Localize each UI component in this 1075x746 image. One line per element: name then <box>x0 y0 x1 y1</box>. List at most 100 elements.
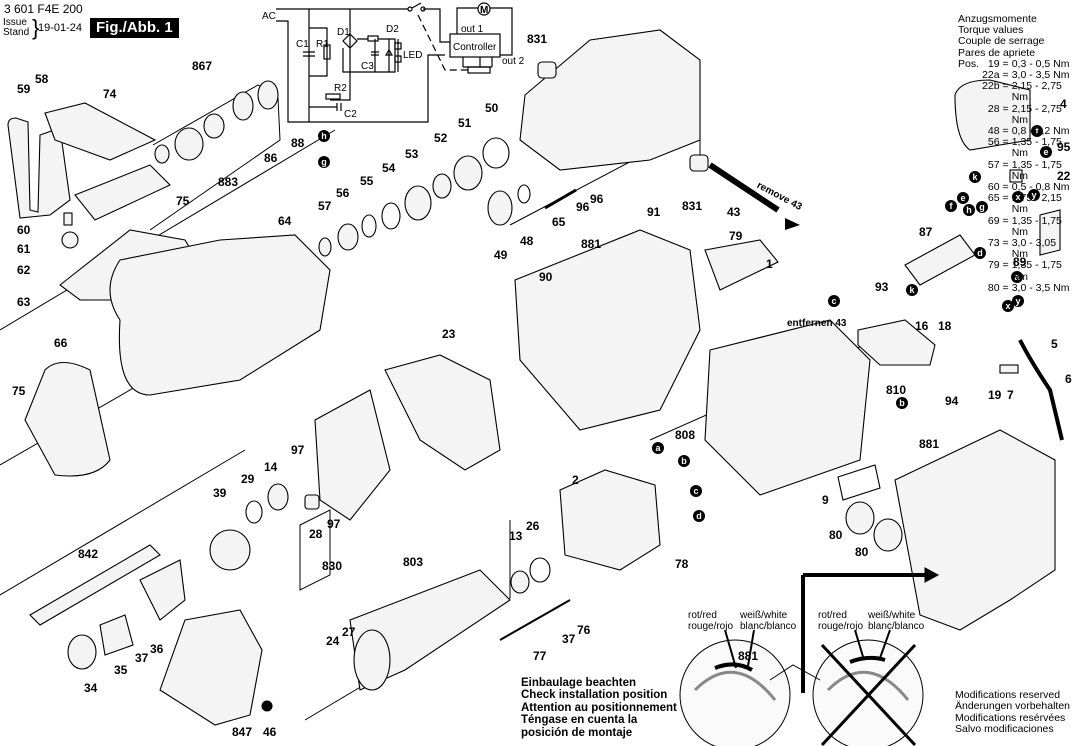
torque-pos: 56 <box>987 136 1000 149</box>
part-label-867: 867 <box>192 59 213 73</box>
connector-badge-y: y <box>1012 295 1024 307</box>
schematic-label-d1: D1 <box>337 27 350 38</box>
schematic-label-led: LED <box>403 50 422 61</box>
torque-equals: = <box>1002 281 1009 294</box>
controller-box <box>449 33 501 58</box>
part-label-97: 97 <box>327 517 341 531</box>
installation-note-fr: Attention au positionnement <box>521 701 677 714</box>
part-label-79: 79 <box>729 229 743 243</box>
part-label-26: 26 <box>526 519 540 533</box>
torque-pos-label <box>958 160 982 182</box>
part-label-2: 2 <box>572 473 579 487</box>
schematic-label-r1: R1 <box>316 39 329 50</box>
torque-equals: = <box>1002 158 1009 171</box>
part-66-endcap <box>24 361 111 477</box>
torque-value: 1,35 - 1,75 Nm <box>1011 158 1062 182</box>
part-label-9: 9 <box>822 493 829 507</box>
part-43-pin <box>708 162 780 213</box>
connector-badge-h: h <box>318 130 330 142</box>
torque-equals: = <box>1002 69 1009 82</box>
part-label-75: 75 <box>12 384 26 398</box>
part-label-95: 95 <box>1057 140 1071 154</box>
part-label-97: 97 <box>291 443 305 457</box>
modifications-note-de: Änderungen vorbehalten <box>955 700 1071 713</box>
torque-value: 1,35 - 1,75 Nm <box>1011 259 1062 283</box>
torque-value: 3,0 - 3,5 Nm <box>1011 69 1070 82</box>
part-label-51: 51 <box>458 116 472 130</box>
connector-badge-h: h <box>963 204 975 216</box>
part-label-14: 14 <box>264 460 278 474</box>
incorrect-cross-icon <box>820 643 917 746</box>
part-label-78: 78 <box>675 557 689 571</box>
torque-pos-label <box>958 283 982 294</box>
part-label-77: 77 <box>533 649 547 663</box>
installation-note-es-1: Téngase en cuenta la <box>521 714 638 727</box>
connector-badge-g: g <box>976 201 988 213</box>
part-46-ball <box>261 700 273 712</box>
part-label-16: 16 <box>915 319 929 333</box>
part-label-94: 94 <box>945 394 959 408</box>
part-label-54: 54 <box>382 161 396 175</box>
part-label-808: 808 <box>675 428 696 442</box>
part-1-motor-housing <box>704 319 871 496</box>
resistor-r1 <box>323 44 331 60</box>
part-label-87: 87 <box>919 225 933 239</box>
part-label-90: 90 <box>539 270 553 284</box>
part-label-86: 86 <box>264 151 278 165</box>
connector-badge-a: a <box>652 442 664 454</box>
part-label-881: 881 <box>919 437 940 451</box>
part-label-50: 50 <box>485 101 499 115</box>
installation-note-es-2: posición de montaje <box>521 726 633 739</box>
part-label-61: 61 <box>17 242 31 256</box>
diode-bridge-d1 <box>342 33 358 49</box>
part-label-842: 842 <box>78 547 99 561</box>
part-64-housing <box>109 234 331 396</box>
switch-linkage <box>417 14 470 71</box>
torque-pos: 22b <box>982 80 1000 93</box>
part-80-bumper <box>845 501 875 535</box>
part-39-gear <box>209 529 251 571</box>
torque-pos: 80 <box>987 281 1000 294</box>
torque-pos-label <box>958 193 982 215</box>
connector-badge-b: b <box>678 455 690 467</box>
schematic-label-out2: out 2 <box>502 56 525 67</box>
connector-badge-d: d <box>693 510 705 522</box>
part-7-clamp <box>999 364 1019 374</box>
torque-pos: 22a <box>982 69 1000 82</box>
installation-note: Einbaulage beachten Check installation p… <box>521 677 677 739</box>
part-23-shroud <box>384 354 501 471</box>
connector-badge-e: e <box>957 192 969 204</box>
part-label-64: 64 <box>278 214 292 228</box>
torque-row: 73=3,0 - 3,05 Nm <box>958 237 1075 260</box>
torque-value: 1,35 - 1,75 Nm <box>1011 136 1062 160</box>
torque-equals: = <box>1002 214 1009 227</box>
torque-equals: = <box>1002 136 1009 149</box>
part-label-881: 881 <box>581 237 602 251</box>
part-label-56: 56 <box>336 186 350 200</box>
torque-pos-label <box>958 137 982 159</box>
part-847-yoke <box>159 609 263 726</box>
connector-badge-e: e <box>1040 146 1052 158</box>
capacitor-c3 <box>371 39 379 72</box>
part-74-bracket <box>44 102 157 161</box>
connector-badge-c: c <box>690 485 702 497</box>
torque-value: 0,5 - 0,8 Nm <box>1011 181 1070 194</box>
part-label-76: 76 <box>577 623 591 637</box>
installation-details <box>679 567 940 746</box>
torque-equals: = <box>1002 237 1009 250</box>
capacitor-c2 <box>336 103 342 111</box>
torque-pos: 28 <box>987 102 1000 115</box>
issue-label-de: Stand <box>3 27 30 38</box>
torque-value: 2,15 - 2,75 Nm <box>1011 102 1062 126</box>
part-label-53: 53 <box>405 147 419 161</box>
wire-label-white-incorrect: weiß/white blanc/blanco <box>868 610 925 632</box>
torque-heading-de: Anzugsmomente <box>958 13 1037 25</box>
part-831-bushing <box>537 61 557 79</box>
frame-830 <box>299 509 331 591</box>
connector-badge-g: g <box>318 156 330 168</box>
circuit-schematic: AC C1 R1 D1 D2 C3 LED R2 C2 M out 1 out … <box>262 2 525 123</box>
part-22-connector <box>1009 169 1023 183</box>
schematic-label-motor: M <box>480 5 488 16</box>
torque-value: 1,75 - 2,15 Nm <box>1011 192 1062 216</box>
